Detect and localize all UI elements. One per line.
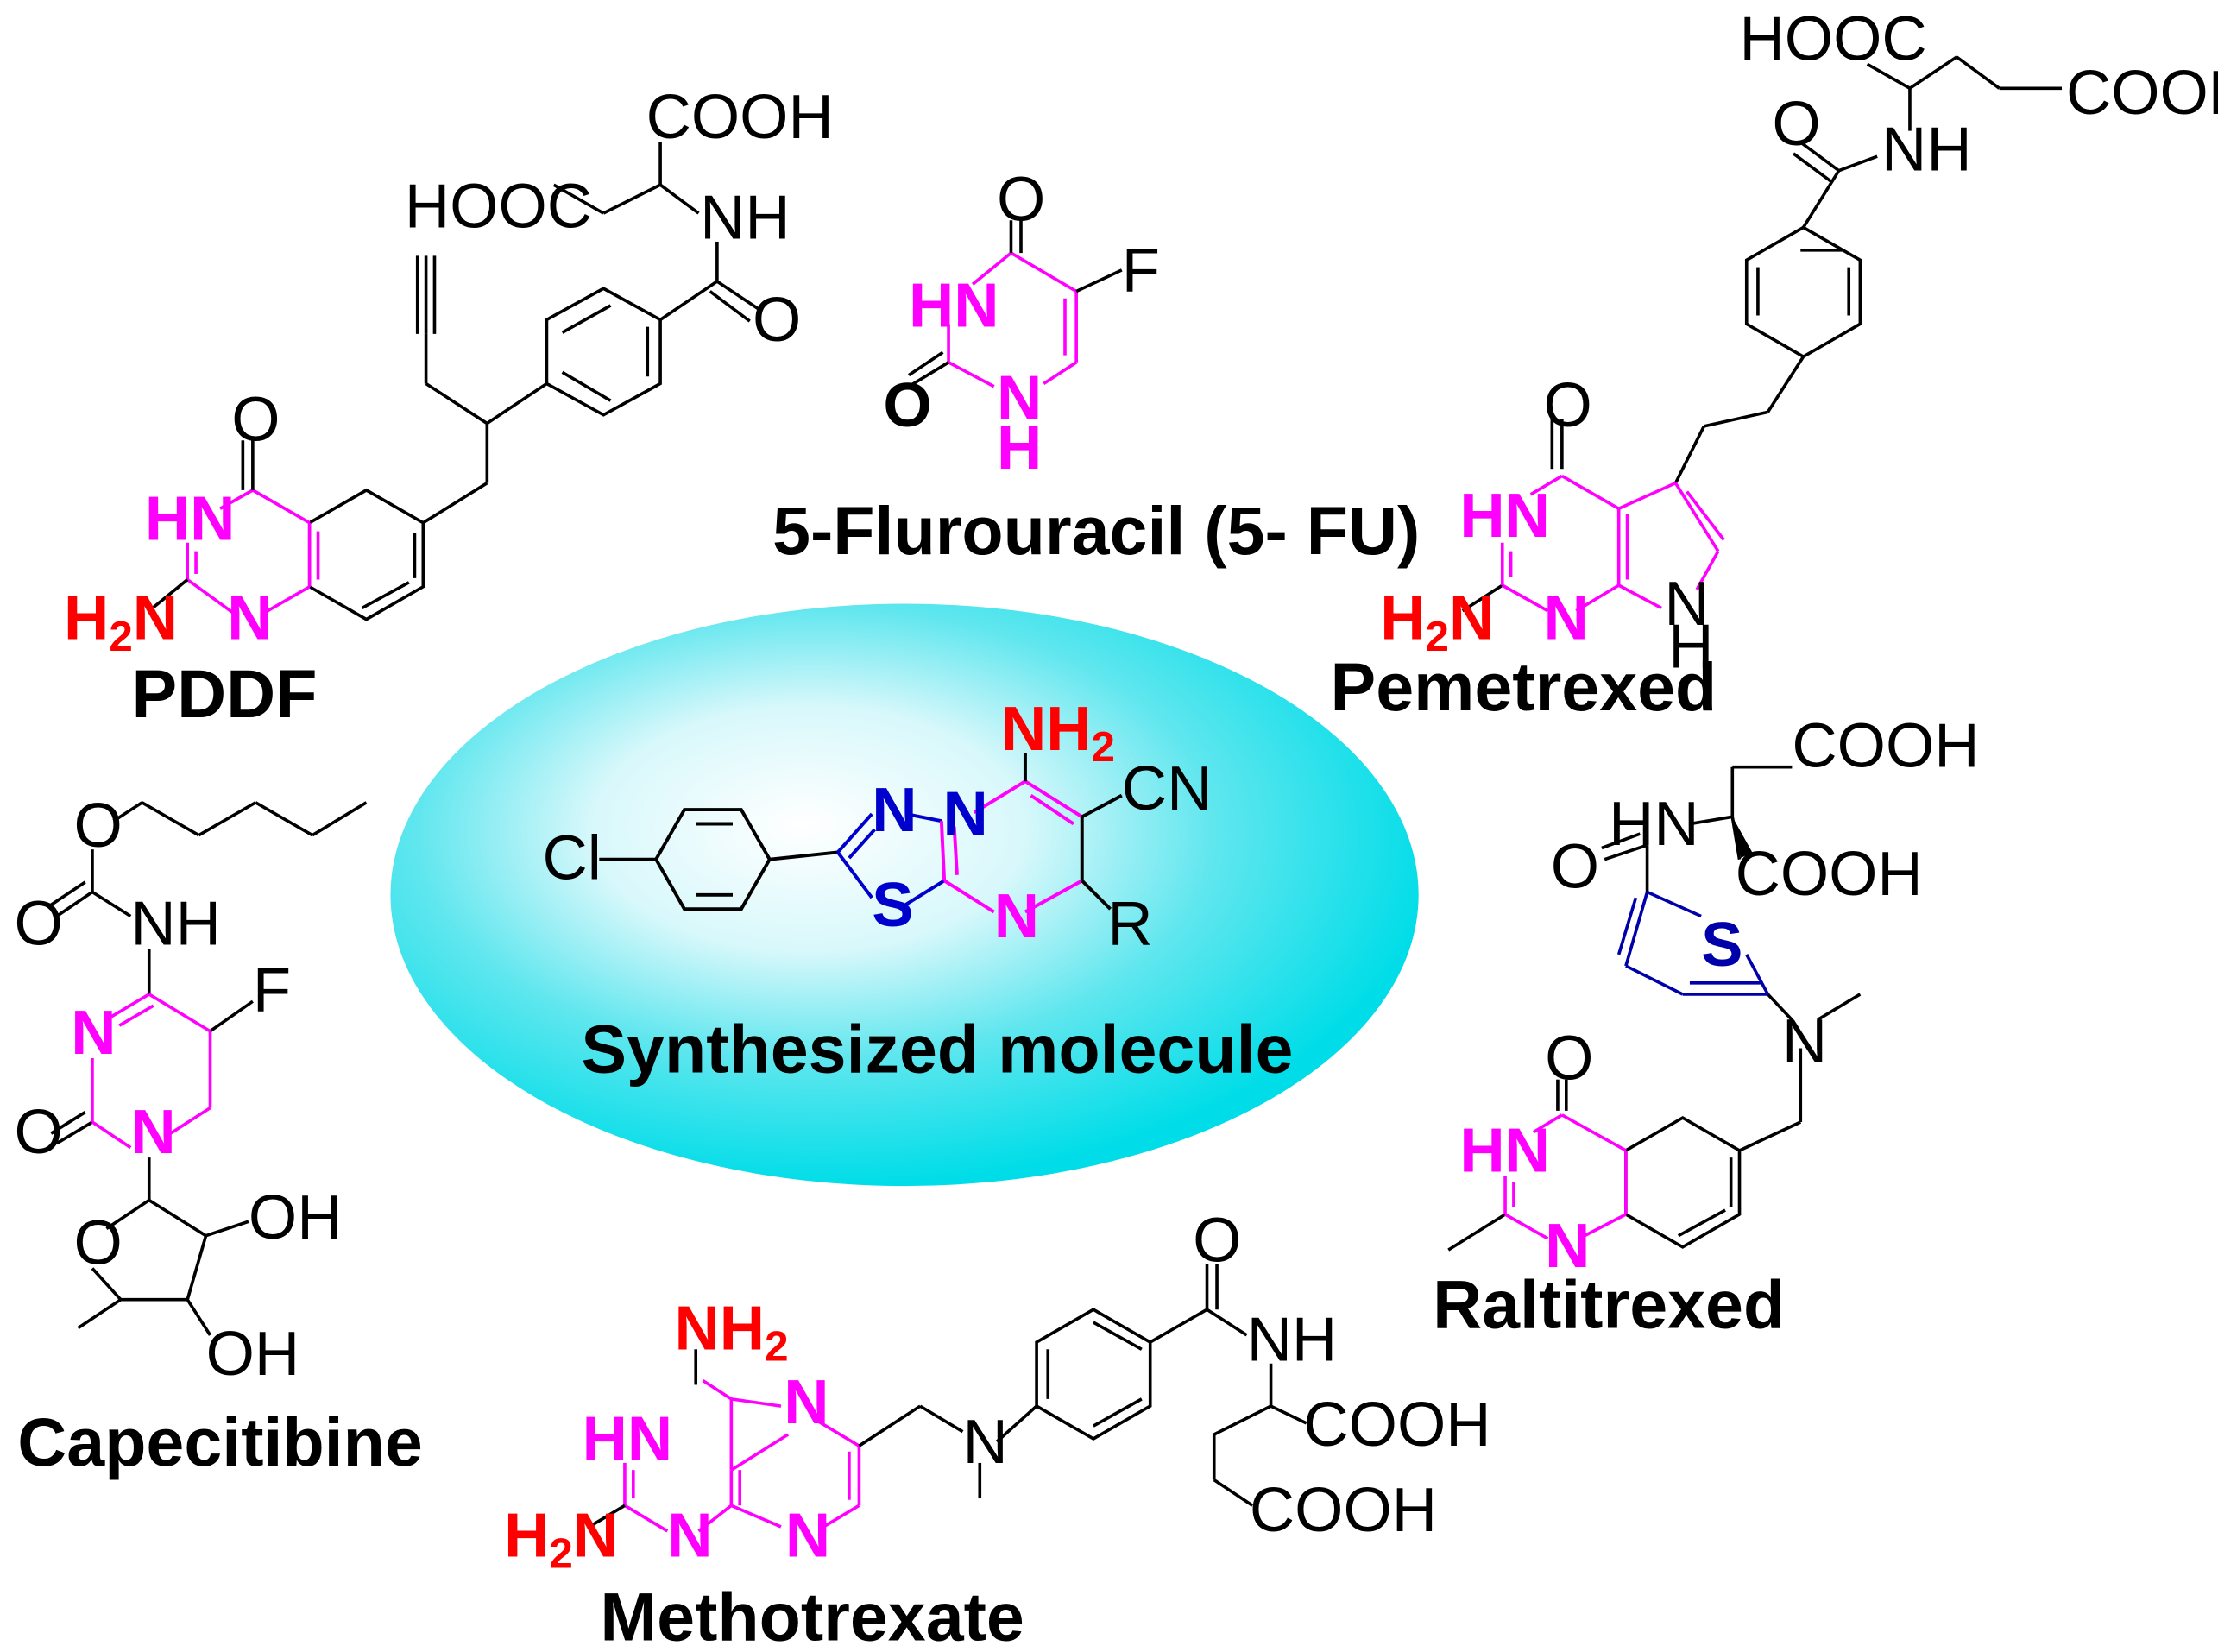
- center-n2-label: N: [942, 779, 987, 849]
- highlight-ellipse: [390, 603, 1419, 1187]
- cape-f: F: [253, 955, 291, 1025]
- cape-oh2: OH: [206, 1319, 300, 1389]
- pemetrexed-structure: HOOC COOH O NH O HN H2N N N H Pemetrexed: [1331, 3, 2218, 725]
- mtx-n3: N: [785, 1501, 830, 1571]
- pddf-n: N: [227, 583, 272, 653]
- center-n1-label: N: [872, 775, 917, 845]
- pem-o-amide: O: [1772, 89, 1820, 159]
- mtx-nh2: NH2: [675, 1293, 789, 1370]
- pddf-caption: PDDF: [131, 656, 317, 732]
- pem-o-keto: O: [1543, 370, 1591, 440]
- thiadiazole-bonds: [836, 812, 946, 908]
- pem-h-pyrrole: H: [1668, 612, 1713, 682]
- center-n3-label: N: [994, 881, 1039, 951]
- cape-o-furan: O: [74, 1208, 123, 1278]
- pddf-structure: COOH HOOC NH O O HN H2N N PDDF: [64, 82, 834, 732]
- cape-n-sugar: N: [130, 1097, 175, 1167]
- methotrexate-caption: Methotrexate: [600, 1579, 1024, 1652]
- raltitrexed-structure: COOH HN COOH O S N O HN N Raltitrexed: [1433, 711, 1979, 1343]
- pem-n: N: [1543, 583, 1588, 653]
- mtx-cooh1: COOH: [1303, 1390, 1490, 1460]
- mtx-n2: N: [667, 1501, 712, 1571]
- chlorophenyl-bonds: [599, 808, 838, 911]
- mtx-o: O: [1193, 1205, 1241, 1275]
- fluorouracil-structure: O F HN O N H 5-Flurouracil (5- FU): [772, 164, 1420, 569]
- fu-f: F: [1122, 236, 1160, 306]
- mtx-cooh2: COOH: [1250, 1475, 1437, 1545]
- fu-o-top: O: [997, 164, 1045, 234]
- center-caption: Synthesized molecule: [581, 1011, 1293, 1087]
- capecitibine-caption: Capecitibine: [17, 1404, 423, 1480]
- center-nh2-label: NH2: [1001, 694, 1115, 771]
- ralt-n-amine: N: [1782, 1006, 1827, 1076]
- capecitibine-structure: O O NH F N O N O OH OH Capecitibine: [14, 791, 422, 1480]
- mtx-n-amine: N: [963, 1407, 1008, 1477]
- ralt-cooh1: COOH: [1792, 711, 1979, 781]
- mtx-h2n: H2N: [504, 1501, 618, 1578]
- mtx-n1: N: [784, 1367, 829, 1437]
- center-cn-label: CN: [1122, 753, 1213, 823]
- cape-oh1: OH: [249, 1182, 343, 1252]
- pddf-h2n: H2N: [64, 583, 178, 660]
- pddf-nh: NH: [700, 183, 791, 253]
- fu-n: N: [997, 363, 1042, 433]
- raltitrexed-caption: Raltitrexed: [1433, 1267, 1785, 1343]
- fu-h: H: [997, 413, 1042, 482]
- fu-o-left: O: [883, 370, 931, 440]
- fu-hn: HN: [909, 271, 999, 341]
- ralt-o-keto: O: [1545, 1024, 1593, 1094]
- ralt-n-ring: N: [1545, 1211, 1590, 1281]
- pddf-cooh: COOH: [646, 82, 834, 152]
- ralt-hn-ring: HN: [1459, 1116, 1550, 1186]
- pddf-hooc: HOOC: [405, 171, 592, 241]
- pem-h2n: H2N: [1380, 583, 1494, 660]
- ralt-s: S: [1701, 910, 1742, 980]
- center-substituent-bonds: [1023, 753, 1123, 911]
- pem-hooc: HOOC: [1740, 3, 1927, 73]
- pem-hn: HN: [1459, 481, 1550, 551]
- methotrexate-structure: NH2 HN H2N N N N N O NH COOH COOH Methot…: [504, 1205, 1490, 1652]
- center-r-label: R: [1107, 888, 1152, 958]
- ralt-hn: HN: [1609, 789, 1699, 859]
- pem-n-pyrrole: N: [1664, 569, 1709, 639]
- cape-nh: NH: [130, 888, 221, 958]
- center-s-label: S: [872, 870, 913, 940]
- pddf-o-keto: O: [231, 384, 280, 454]
- ralt-o-amide: O: [1551, 832, 1599, 902]
- fu-caption: 5-Flurouracil (5- FU): [772, 493, 1420, 569]
- pddf-o-amide: O: [753, 285, 801, 355]
- pem-cooh: COOH: [2066, 58, 2218, 128]
- cape-o-ester: O: [74, 791, 123, 861]
- cape-o-carbonyl: O: [14, 888, 62, 958]
- pddf-hn: HN: [145, 483, 236, 553]
- mtx-nh: NH: [1247, 1304, 1338, 1374]
- synthesized-molecule-group: NH2 CN Cl N N S N R Synthesized molecule: [390, 603, 1419, 1187]
- cape-n-ring: N: [71, 998, 116, 1068]
- pem-nh: NH: [1881, 115, 1972, 185]
- mtx-hn: HN: [583, 1404, 673, 1474]
- ralt-cooh2: COOH: [1736, 839, 1923, 909]
- center-cl-label: Cl: [543, 823, 602, 893]
- pemetrexed-caption: Pemetrexed: [1331, 649, 1717, 725]
- cape-o-ring: O: [14, 1097, 62, 1167]
- pyrimidine-bonds: [939, 779, 1083, 914]
